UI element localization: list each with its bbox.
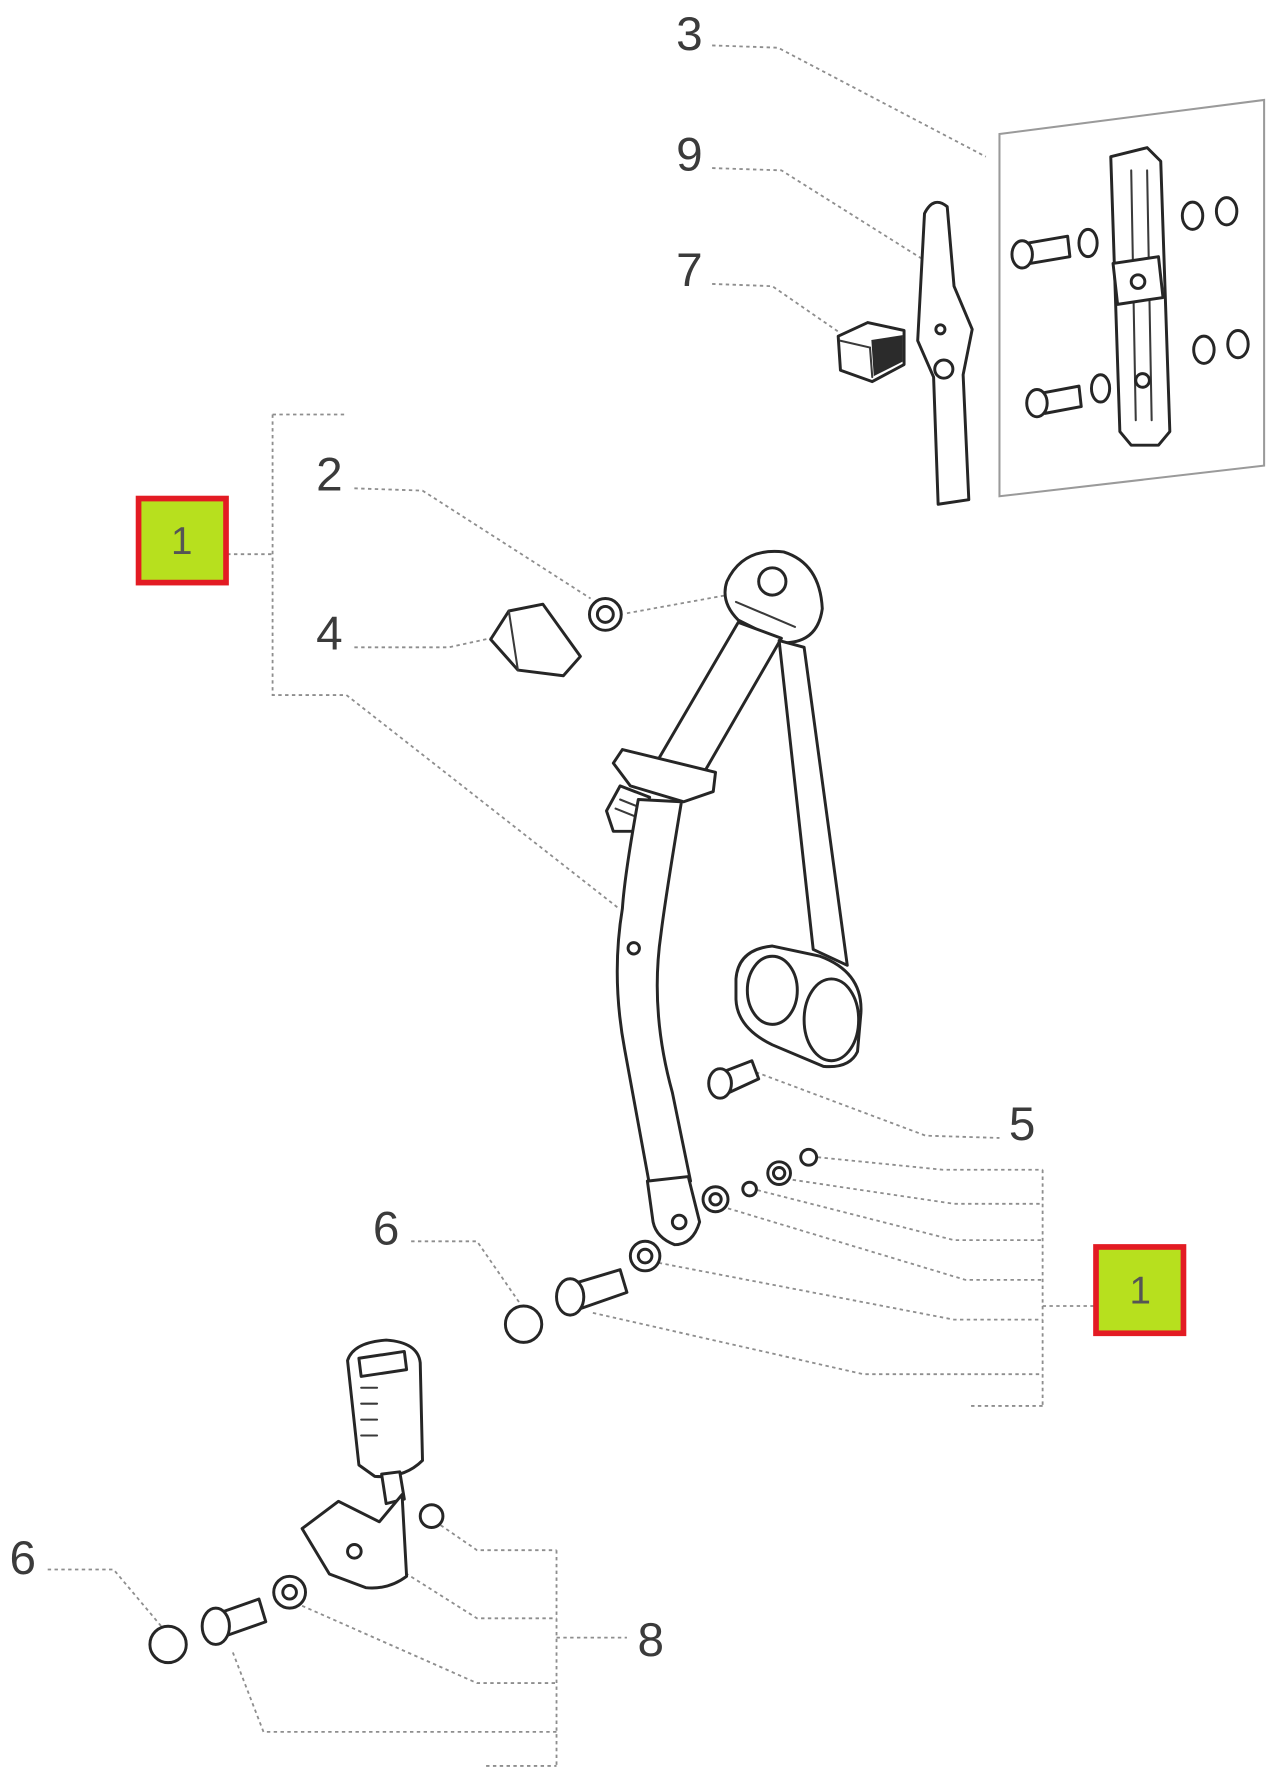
bracket-8-line-a bbox=[440, 1524, 557, 1552]
anchor-washer-d bbox=[799, 1147, 819, 1167]
callout-6-bottom: 6 bbox=[9, 1532, 36, 1585]
part-2-spacer bbox=[587, 597, 623, 632]
part-8-buckle-assembly bbox=[200, 1338, 445, 1646]
leader-7 bbox=[712, 283, 839, 333]
buckle-bolt-head bbox=[200, 1606, 231, 1646]
lower-bolt-washer bbox=[1089, 373, 1112, 404]
bracket-8-line-d bbox=[231, 1652, 557, 1733]
callout-1-left[interactable]: 1 bbox=[171, 520, 192, 563]
part-5-retractor-bolt bbox=[707, 1059, 761, 1100]
spacer-inner bbox=[595, 604, 615, 624]
part-7-adjuster-knob bbox=[836, 321, 906, 384]
highlighted-callout-1-left[interactable]: 1 bbox=[135, 495, 229, 586]
leader-2 bbox=[354, 487, 592, 600]
webbing-lap-rivet bbox=[626, 941, 641, 956]
lower-nut-washer-a bbox=[1192, 334, 1216, 365]
bracket-8-line-b bbox=[399, 1568, 557, 1620]
upper-nut-washer-b bbox=[1214, 196, 1239, 227]
upper-anchor-plate bbox=[723, 549, 824, 645]
leader-6-middle bbox=[411, 1240, 521, 1305]
bracket-1-right-line-c bbox=[757, 1189, 1043, 1242]
part-9-trim-strip bbox=[916, 200, 974, 506]
belt-assembly bbox=[605, 549, 863, 1247]
leader-9 bbox=[712, 167, 923, 260]
adjuster-knob-edge bbox=[839, 339, 874, 379]
upper-bolt-head bbox=[1010, 239, 1034, 270]
callout-4: 4 bbox=[316, 608, 343, 661]
part-6-bolt-cap-bottom bbox=[148, 1624, 188, 1665]
leader-5 bbox=[749, 1068, 1000, 1139]
buckle-mount-plate bbox=[300, 1493, 409, 1590]
leader-belt bbox=[345, 694, 620, 910]
trim-strip-body bbox=[916, 200, 974, 506]
callout-5: 5 bbox=[1009, 1098, 1036, 1151]
leader-3 bbox=[712, 44, 987, 158]
bracket-1-right-line-a bbox=[817, 1156, 1043, 1171]
adjuster-knob-grip bbox=[871, 335, 903, 377]
callout-labels: 3 9 7 2 4 5 6 6 8 bbox=[9, 8, 1035, 1667]
adjuster-slider-hole bbox=[1129, 273, 1147, 290]
buckle-stalk bbox=[380, 1470, 406, 1506]
leader-lines bbox=[47, 44, 1094, 1767]
anchor-bolt-head bbox=[555, 1277, 586, 1317]
leader-4 bbox=[354, 637, 491, 649]
bolt-cap-bottom bbox=[148, 1624, 188, 1665]
highlighted-callout-1-right[interactable]: 1 bbox=[1093, 1244, 1187, 1337]
adjuster-rail-hole bbox=[1134, 372, 1151, 389]
bolt-cap-middle bbox=[503, 1304, 544, 1344]
lower-anchor-hardware bbox=[555, 1147, 819, 1317]
buckle-small-washer bbox=[418, 1503, 445, 1529]
callout-9: 9 bbox=[676, 128, 703, 181]
callout-7: 7 bbox=[676, 244, 703, 297]
upper-nut-washer-a bbox=[1180, 200, 1205, 231]
highlight-box-left[interactable] bbox=[135, 495, 229, 586]
part-6-bolt-cap-middle bbox=[503, 1304, 544, 1344]
anchor-washer-c-hole bbox=[771, 1165, 787, 1181]
buckle-grip-lines bbox=[360, 1386, 379, 1437]
anchor-cover-edge bbox=[507, 609, 519, 672]
bracket-8-line-c bbox=[301, 1605, 557, 1684]
part-4-anchor-cover bbox=[489, 602, 582, 678]
anchor-spacer-b bbox=[741, 1180, 758, 1198]
part-3-height-adjuster-assembly bbox=[998, 98, 1266, 498]
leader-washer-to-anchor bbox=[626, 594, 728, 615]
leader-6-bottom bbox=[47, 1568, 162, 1627]
retractor-cap bbox=[802, 977, 861, 1063]
lower-anchor-plate bbox=[645, 1175, 702, 1247]
callout-8: 8 bbox=[638, 1614, 665, 1667]
buckle-washer-hole bbox=[281, 1583, 298, 1601]
retractor-spool bbox=[745, 954, 799, 1026]
webbing-retractor-side bbox=[777, 639, 849, 967]
trim-strip-small-hole bbox=[934, 323, 947, 336]
bracket-1-right-line-f bbox=[592, 1311, 1043, 1376]
highlight-box-right[interactable] bbox=[1093, 1244, 1187, 1337]
lower-bolt-head bbox=[1025, 388, 1049, 419]
lower-nut-washer-b bbox=[1226, 329, 1250, 360]
anchor-bolt-washer-hole bbox=[636, 1247, 654, 1265]
webbing-upper-left bbox=[657, 620, 783, 774]
bracket-1-right bbox=[592, 1156, 1094, 1407]
lower-anchor-hole bbox=[670, 1213, 688, 1231]
bracket-1-right-line-e bbox=[658, 1261, 1043, 1321]
callout-6-middle: 6 bbox=[373, 1203, 400, 1256]
anchor-cover-body bbox=[489, 602, 582, 678]
upper-anchor-hole bbox=[757, 566, 788, 597]
bracket-1-left bbox=[227, 413, 347, 696]
buckle-slot bbox=[357, 1349, 409, 1378]
buckle-mount-hole bbox=[346, 1543, 363, 1560]
callout-2: 2 bbox=[316, 449, 343, 502]
upper-bolt-washer bbox=[1077, 227, 1099, 259]
bracket-1-right-line-d bbox=[727, 1207, 1043, 1281]
callout-1-right[interactable]: 1 bbox=[1130, 1270, 1151, 1313]
upper-anchor-fold bbox=[734, 600, 797, 628]
callout-3: 3 bbox=[676, 8, 703, 61]
belt-guide-loop bbox=[611, 748, 718, 804]
anchor-washer-a-hole bbox=[708, 1192, 723, 1207]
webbing-lap-section bbox=[615, 798, 693, 1188]
bracket-8 bbox=[231, 1524, 627, 1767]
bracket-1-right-line-b bbox=[785, 1177, 1043, 1205]
retractor-bolt-head bbox=[707, 1067, 733, 1100]
trim-strip-large-hole bbox=[933, 358, 955, 380]
